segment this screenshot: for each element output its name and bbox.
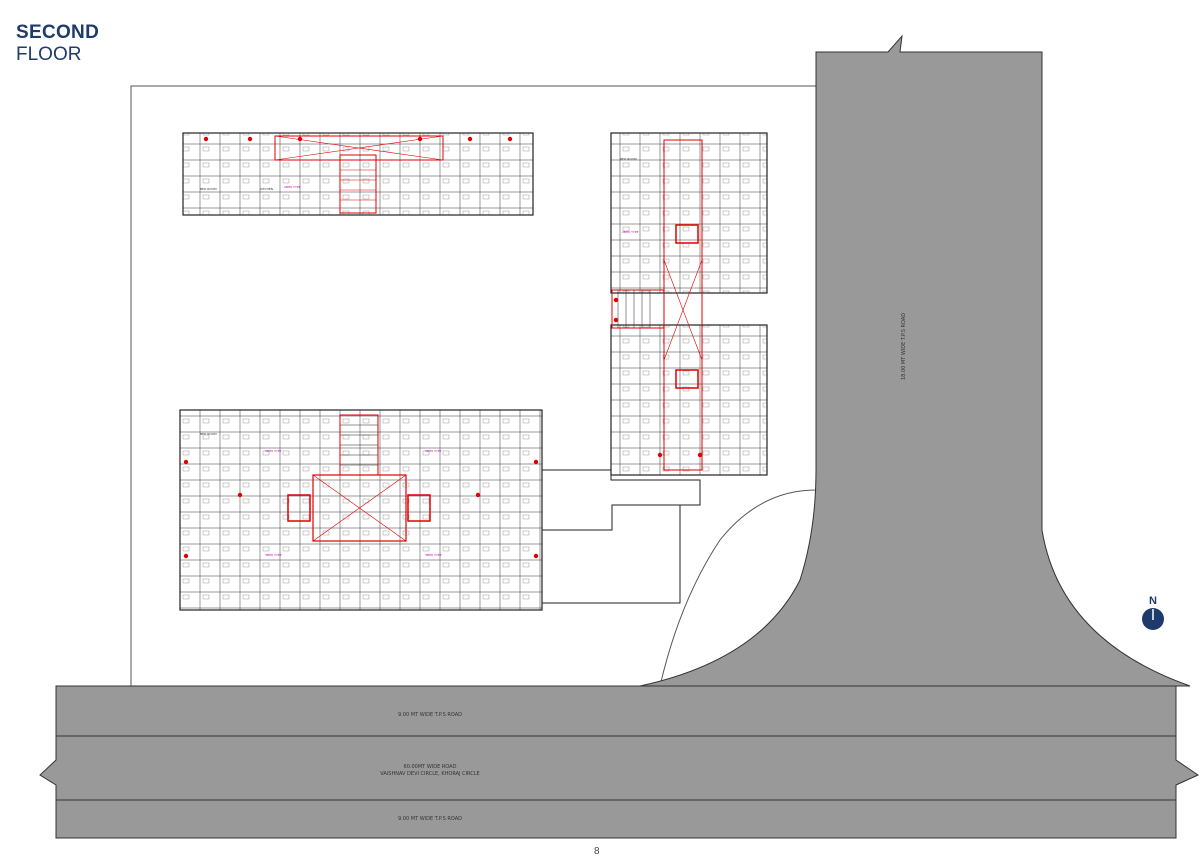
- svg-text:3BHK TYPE: 3BHK TYPE: [265, 449, 282, 453]
- page-number: 8: [594, 846, 600, 857]
- bottom-road-label: 9.00 MT WIDE T.P.S ROAD: [398, 816, 462, 822]
- svg-text:2BHK TYPE: 2BHK TYPE: [284, 185, 301, 189]
- bottom-roads: [39, 685, 1200, 839]
- building-c: [179, 409, 543, 611]
- svg-text:BED ROOM: BED ROOM: [620, 157, 637, 161]
- floor-title-line2: FLOOR: [16, 44, 82, 65]
- side-road: [639, 34, 1191, 687]
- svg-text:KITCHEN: KITCHEN: [260, 187, 273, 191]
- north-compass: N: [1142, 595, 1164, 630]
- svg-text:2BHK TYPE: 2BHK TYPE: [622, 230, 639, 234]
- top-road-label: 9.00 MT WIDE T.P.S ROAD: [398, 712, 462, 718]
- svg-text:BED ROOM: BED ROOM: [200, 432, 217, 436]
- main-road-label-2: VAISHNAV DEVI CIRCLE, KHORAJ CIRCLE: [380, 771, 479, 777]
- svg-text:3BHK TYPE: 3BHK TYPE: [425, 449, 442, 453]
- svg-text:3BHK TYPE: 3BHK TYPE: [265, 553, 282, 557]
- terrace-outline-2: [541, 504, 681, 604]
- red-markers: [183, 136, 703, 559]
- main-road-label-1: 60.00MT WIDE ROAD: [404, 764, 457, 770]
- svg-text:3BHK TYPE: 3BHK TYPE: [425, 553, 442, 557]
- floor-title-line1: SECOND: [16, 22, 100, 43]
- building-a: [182, 132, 534, 216]
- svg-text:BED ROOM: BED ROOM: [200, 187, 217, 191]
- side-road-label: 18.00 MT WIDE T.P.S ROAD: [901, 313, 907, 380]
- north-letter: N: [1149, 595, 1157, 607]
- building-b: [610, 132, 768, 476]
- floor-title: SECOND FLOOR: [16, 22, 99, 66]
